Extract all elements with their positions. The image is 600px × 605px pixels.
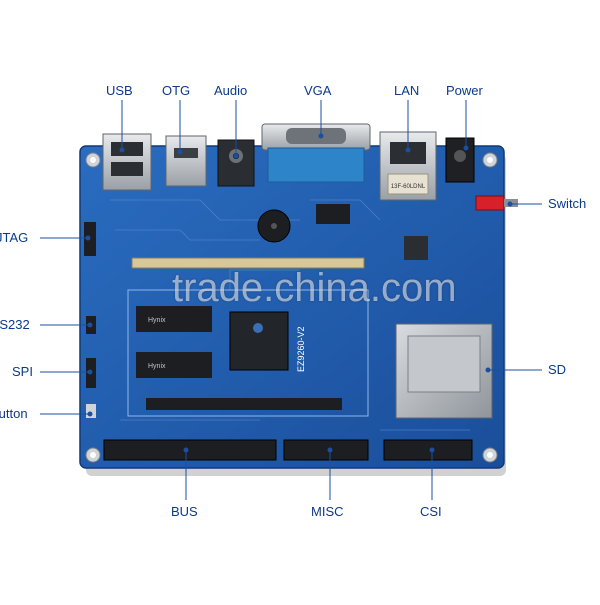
label-audio: Audio (214, 83, 248, 98)
button-part (86, 404, 96, 418)
header-strip (131, 257, 365, 269)
label-usb: USB (106, 83, 133, 98)
label-bus: BUS (171, 504, 198, 519)
module-header (146, 398, 342, 410)
watermark: trade.china.com (172, 266, 457, 310)
label-vga: VGA (304, 83, 332, 98)
misc-header (283, 439, 369, 461)
label-button: Button (0, 406, 28, 421)
label-rs232: RS232 (0, 317, 30, 332)
label-lan: LAN (394, 83, 420, 98)
lan-chip-text: 13F-60LDNL (391, 184, 426, 190)
vga-connector (261, 123, 371, 183)
label-jtag: JTAG (0, 230, 29, 245)
power-jack (445, 137, 475, 183)
bus-header (103, 439, 277, 461)
label-sd: SD (548, 362, 567, 377)
label-switch: Switch (548, 196, 587, 211)
ram-brand-text-2: Hynix (148, 363, 166, 370)
ram-brand-text-1: Hynix (148, 317, 166, 324)
otg-connector (165, 135, 207, 187)
label-spi: SPI (12, 364, 33, 379)
ic-top (316, 204, 350, 224)
label-csi: CSI (420, 504, 442, 519)
label-misc: MISC (311, 504, 344, 519)
label-power: Power (446, 83, 483, 98)
mounting-holes (85, 152, 498, 463)
ram-chips: Hynix Hynix (136, 306, 212, 378)
model-text: EZ9260-V2 (296, 326, 306, 372)
inductor (404, 236, 428, 260)
label-otg: OTG (162, 83, 191, 98)
csi-header (383, 439, 473, 461)
sd-slot (395, 323, 493, 419)
callout-lines (40, 100, 542, 500)
cpu-chip (229, 311, 289, 371)
usb-connector (102, 133, 152, 191)
core-module (127, 289, 369, 417)
